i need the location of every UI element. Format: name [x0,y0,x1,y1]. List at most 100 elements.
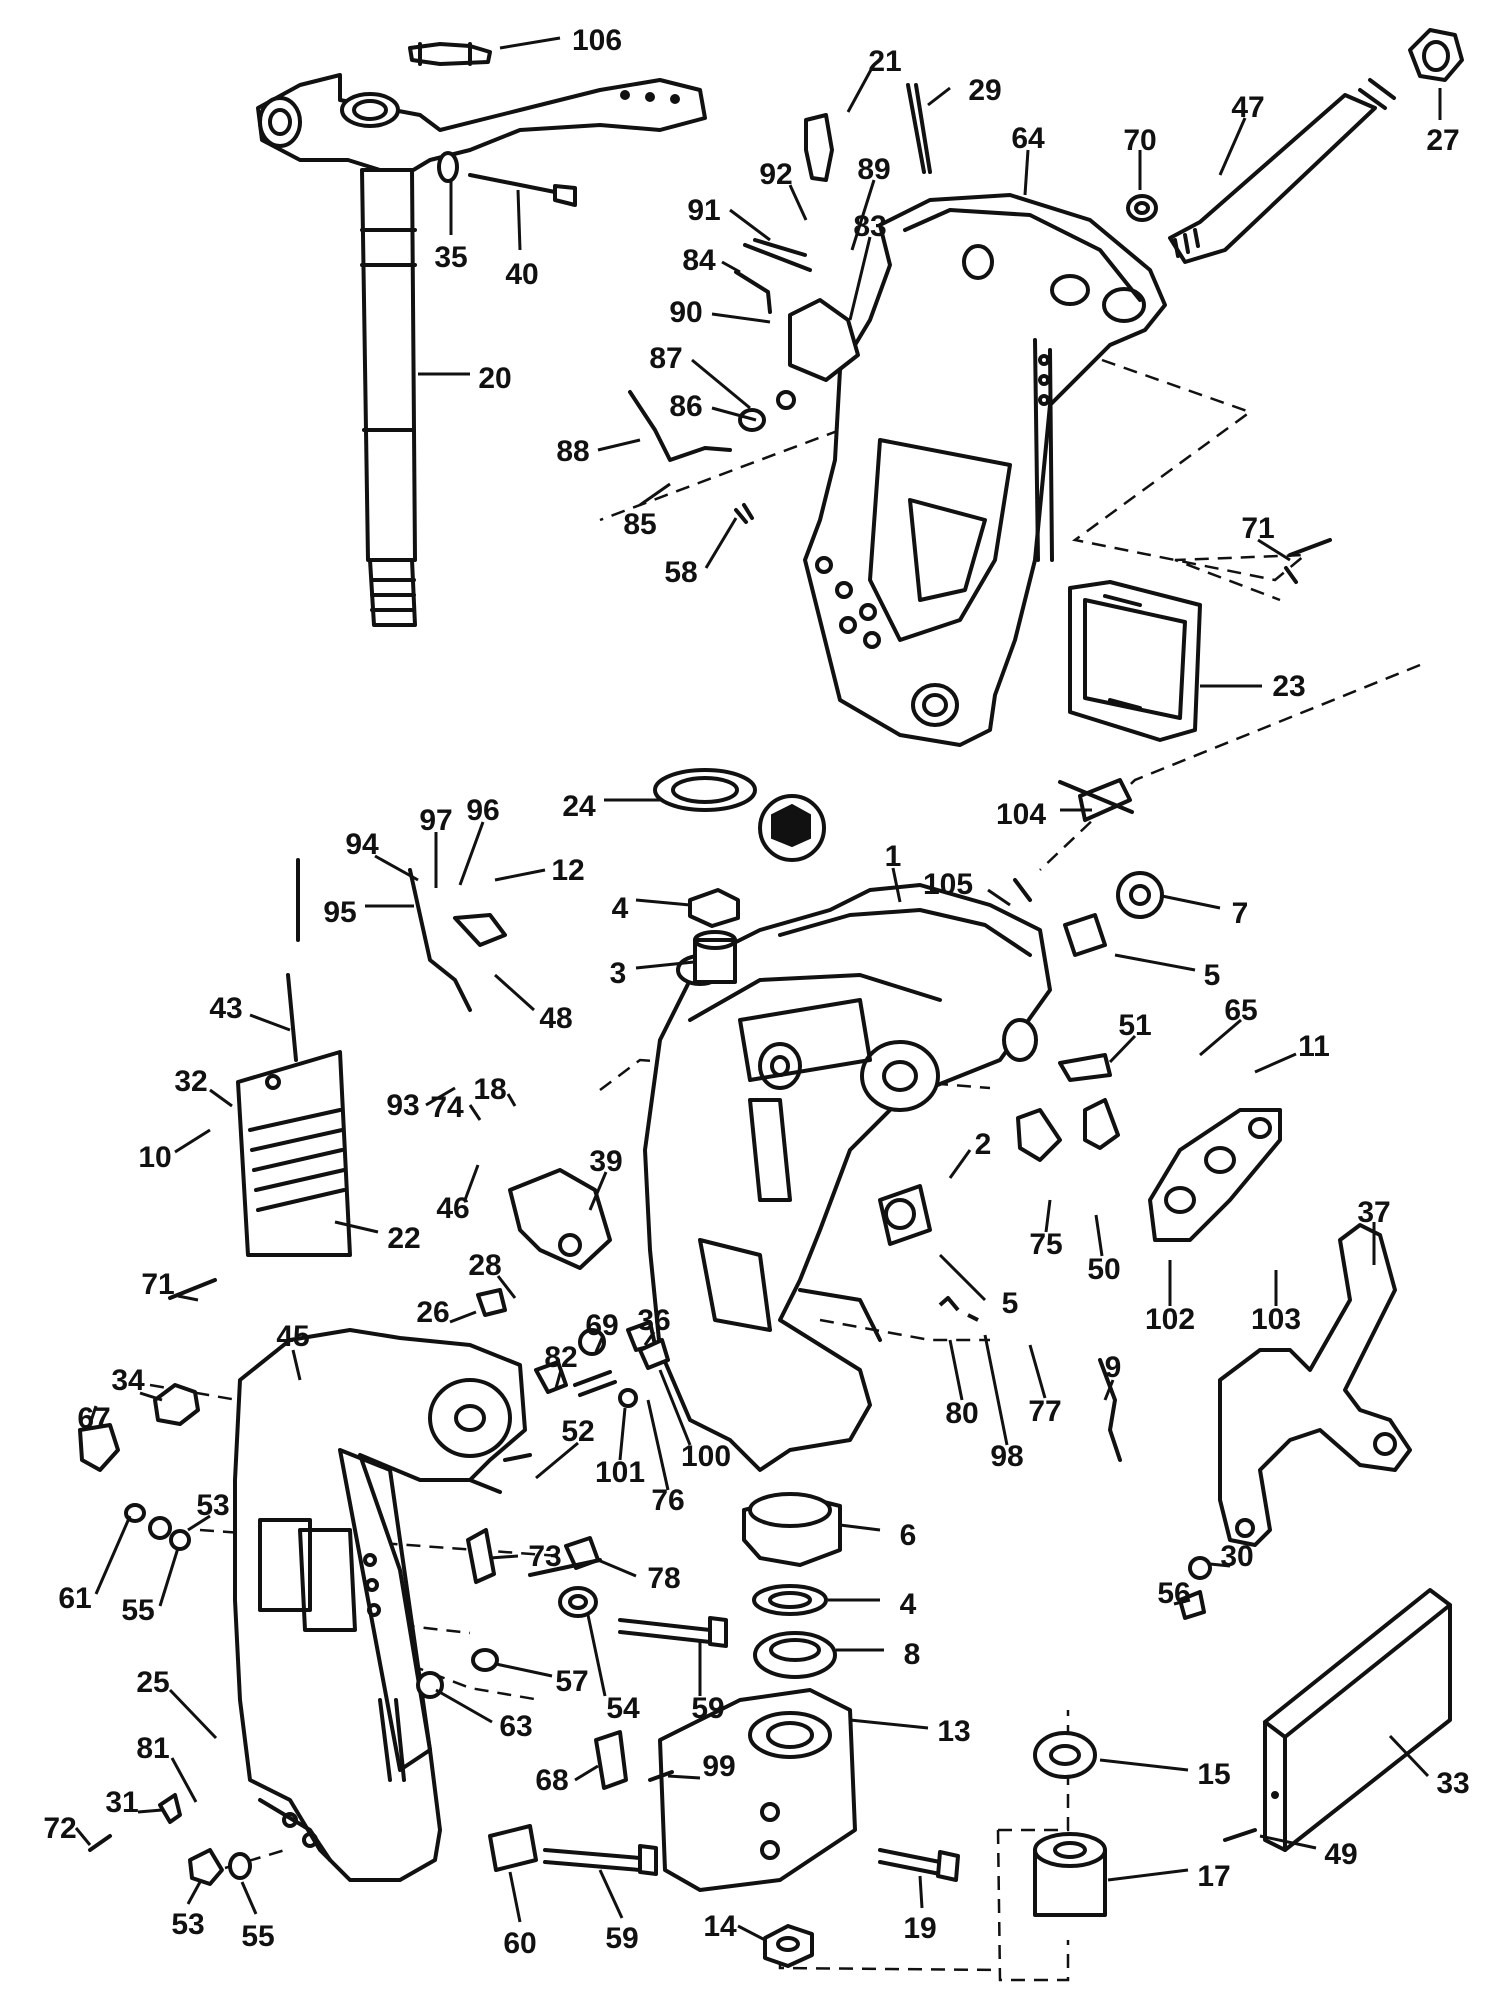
part-callout-99: 99 [702,1750,735,1783]
part-callout-102: 102 [1145,1303,1195,1336]
part-callout-9: 9 [1105,1351,1122,1384]
part-callout-14: 14 [703,1910,737,1943]
part-callout-19: 19 [903,1912,936,1945]
part-callout-86: 86 [669,390,702,423]
part-callout-106: 106 [572,24,622,57]
part-callout-7: 7 [1232,897,1249,930]
part-callout-56: 56 [1157,1577,1190,1610]
rubber-mounts [1033,1731,1107,1917]
part-callout-52: 52 [561,1415,594,1448]
part-callout-97: 97 [419,804,452,837]
part-callout-8: 8 [904,1638,921,1671]
part-callout-84: 84 [682,244,716,277]
part-callout-4: 4 [900,1588,917,1621]
part-callout-45: 45 [276,1320,309,1353]
part-callout-10: 10 [138,1141,171,1174]
part-callout-11: 11 [1298,1030,1330,1063]
part-callout-101: 101 [595,1456,645,1489]
stern-bracket-lower [233,1328,527,1882]
tilt-tube [1168,78,1396,264]
part-callout-4: 4 [612,892,629,925]
part-callout-50: 50 [1087,1253,1120,1286]
part-callout-65: 65 [1224,994,1257,1027]
part-callout-105: 105 [923,868,973,901]
part-callout-48: 48 [539,1002,572,1035]
steering-arm-assembly [256,73,707,627]
part-callout-32: 32 [174,1065,207,1098]
part-callout-93: 93 [386,1089,419,1122]
part-callout-80: 80 [945,1397,978,1430]
part-callout-68: 68 [535,1764,568,1797]
part-callout-92: 92 [759,158,792,191]
part-callout-47: 47 [1231,91,1264,124]
bolt-40 [437,151,577,207]
part-callout-28: 28 [468,1249,501,1282]
part-callout-75: 75 [1029,1228,1062,1261]
part-callout-36: 36 [637,1304,670,1337]
part-callout-17: 17 [1197,1860,1230,1893]
part-callout-34: 34 [111,1364,145,1397]
part-callout-37: 37 [1357,1196,1390,1229]
part-callout-59: 59 [691,1692,724,1725]
leader-lines [74,36,1442,1942]
part-callout-53: 53 [171,1908,204,1941]
part-callout-3: 3 [610,957,627,990]
part-callout-30: 30 [1220,1540,1253,1573]
lower-mount-parts [658,1492,857,1892]
part-callout-29: 29 [968,74,1001,107]
part-callout-24: 24 [562,790,596,823]
part-callout-57: 57 [555,1665,588,1698]
part-callout-25: 25 [136,1666,169,1699]
part-callout-73: 73 [528,1540,561,1573]
part-callout-95: 95 [323,896,356,929]
switch-and-small-parts [628,83,1332,584]
part-callout-6: 6 [900,1519,917,1552]
part-callout-91: 91 [687,194,720,227]
part-callout-12: 12 [551,854,584,887]
part-callout-64: 64 [1011,122,1045,155]
part-callout-96: 96 [466,794,499,827]
part-callout-35: 35 [434,241,467,274]
part-callout-27: 27 [1426,124,1459,157]
part-callout-103: 103 [1251,1303,1301,1336]
part-callout-2: 2 [975,1128,992,1161]
bushing-70 [1126,194,1158,222]
part-callout-40: 40 [505,258,538,291]
grease-fitting [408,42,492,66]
part-callout-53: 53 [196,1489,229,1522]
part-callout-59: 59 [605,1922,638,1955]
part-callout-74: 74 [430,1091,464,1124]
part-callout-18: 18 [473,1073,506,1106]
part-callout-51: 51 [1118,1009,1151,1042]
part-callout-1: 1 [885,840,902,873]
part-callout-13: 13 [937,1715,970,1748]
part-callout-85: 85 [623,508,656,541]
tilt-support [1218,1223,1412,1547]
part-callout-23: 23 [1272,670,1305,703]
part-callout-46: 46 [436,1192,469,1225]
part-callout-21: 21 [868,45,901,78]
part-callout-63: 63 [499,1710,532,1743]
part-callout-98: 98 [990,1440,1023,1473]
part-callout-49: 49 [1324,1838,1357,1871]
small-fasteners-center [416,768,1257,1872]
part-callout-55: 55 [121,1594,154,1627]
cover-23 [1068,580,1202,742]
part-callout-82: 82 [544,1341,577,1374]
part-callout-31: 31 [105,1786,138,1819]
part-callout-5: 5 [1002,1287,1019,1320]
part-callout-77: 77 [1028,1395,1061,1428]
part-callout-94: 94 [345,828,379,861]
part-callout-78: 78 [647,1562,680,1595]
part-callout-26: 26 [416,1296,449,1329]
part-callout-83: 83 [853,210,886,243]
part-callout-76: 76 [651,1484,684,1517]
part-callout-55: 55 [241,1920,274,1953]
small-fasteners-left [78,858,507,1886]
part-callout-58: 58 [664,556,697,589]
anode-bracket-102 [1148,1108,1282,1242]
part-callout-89: 89 [857,153,890,186]
part-callout-61: 61 [58,1582,91,1615]
